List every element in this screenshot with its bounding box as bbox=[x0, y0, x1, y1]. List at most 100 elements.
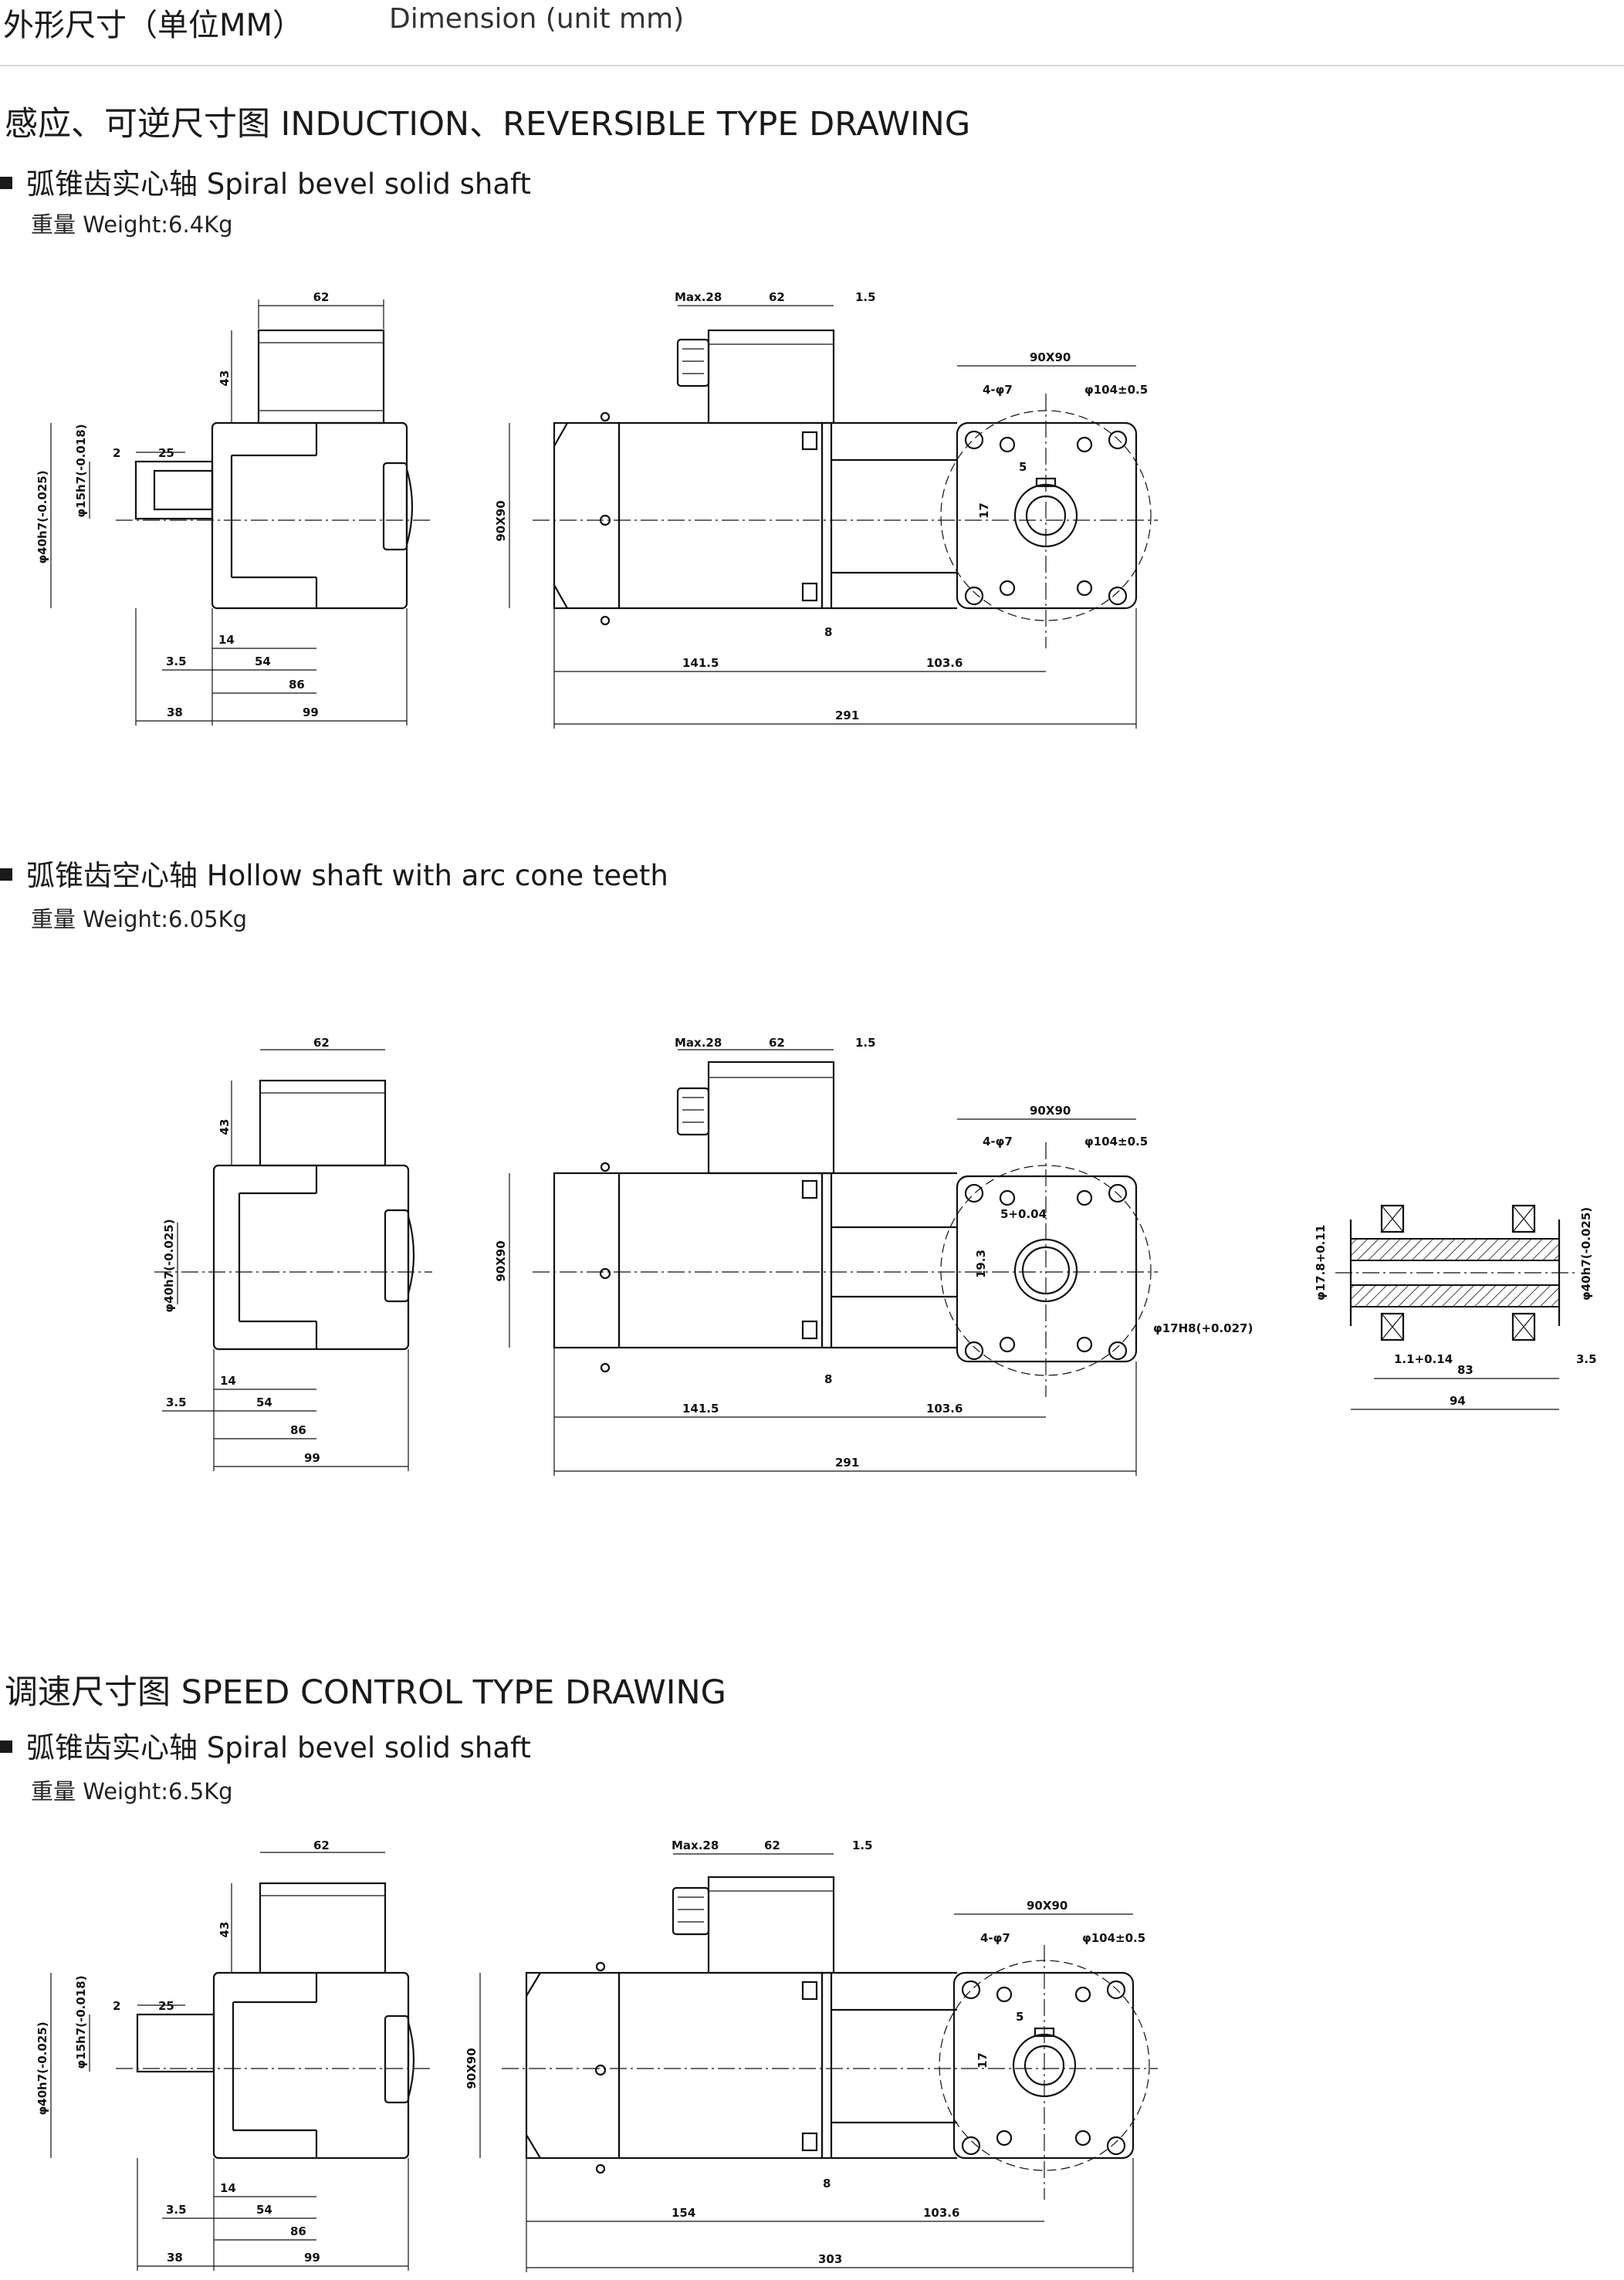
dim-pcd: φ104±0.5 bbox=[1084, 383, 1148, 397]
dim-total: 291 bbox=[835, 1456, 859, 1470]
bullet-square-icon bbox=[0, 176, 12, 189]
shaft-section-view: φ17.8+0.11 φ40h7(-0.025) 1.1+0.14 83 3.5… bbox=[1314, 1204, 1597, 1410]
dim-62-front: 62 bbox=[769, 1036, 785, 1050]
dim-154: 154 bbox=[672, 2206, 695, 2220]
side-view: 62 43 2 25 φ15h7(-0.018) φ40h7(-0.025) 1… bbox=[36, 290, 432, 726]
dim-99: 99 bbox=[304, 2251, 320, 2265]
dim-2: 2 bbox=[113, 446, 120, 460]
dim-141-5: 141.5 bbox=[682, 1402, 719, 1416]
dim-103-6: 103.6 bbox=[926, 656, 963, 670]
dim-90x90: 90X90 bbox=[1030, 1104, 1071, 1118]
dim-25: 25 bbox=[158, 1999, 174, 2013]
dim-19-3: 19.3 bbox=[974, 1250, 988, 1278]
dim-17: 17 bbox=[976, 2052, 990, 2069]
dim-3-5b: 3.5 bbox=[1576, 1352, 1597, 1366]
dim-holes: 4-φ7 bbox=[980, 1931, 1010, 1945]
dim-max28: Max.28 bbox=[675, 290, 722, 304]
drawing-label-2: 弧锥齿空心轴 Hollow shaft with arc cone teeth bbox=[0, 852, 668, 894]
dim-25: 25 bbox=[158, 446, 174, 460]
weight-3: 重量 Weight:6.5Kg bbox=[31, 1778, 233, 1805]
dim-3-5: 3.5 bbox=[166, 1395, 187, 1409]
dim-8: 8 bbox=[823, 2177, 831, 2190]
dim-43: 43 bbox=[218, 1922, 232, 1938]
dim-83: 83 bbox=[1457, 1363, 1473, 1377]
dim-1-1: 1.1+0.14 bbox=[1394, 1352, 1453, 1366]
side-view: 62 43 φ40h7(-0.025) 14 3.5 54 86 99 bbox=[154, 1036, 432, 1471]
dim-62-front: 62 bbox=[764, 1839, 780, 1852]
dim-1-5: 1.5 bbox=[852, 1839, 873, 1852]
dim-bore: φ17H8(+0.027) bbox=[1153, 1321, 1253, 1335]
drawing-label-3: 弧锥齿实心轴 Spiral bevel solid shaft bbox=[0, 1724, 531, 1766]
dim-sec-bore: φ17.8+0.11 bbox=[1314, 1225, 1328, 1301]
front-view: Max.28 62 1.5 90X90 4-φ7 φ104±0.5 5+0.04… bbox=[494, 1036, 1253, 1476]
dim-max28: Max.28 bbox=[675, 1036, 722, 1050]
dim-14: 14 bbox=[220, 2181, 236, 2195]
dim-3-5: 3.5 bbox=[166, 655, 187, 668]
section-heading-speed-control: 调速尺寸图 SPEED CONTROL TYPE DRAWING bbox=[5, 1673, 726, 1712]
front-view: Max.28 62 1.5 90X90 4-φ7 φ104±0.5 5 17 9… bbox=[494, 290, 1158, 729]
weight-1: 重量 Weight:6.4Kg bbox=[31, 211, 233, 238]
header-divider bbox=[0, 65, 1624, 66]
dim-17: 17 bbox=[977, 502, 991, 519]
dim-62: 62 bbox=[313, 1839, 330, 1852]
dim-94: 94 bbox=[1450, 1394, 1466, 1408]
drawing-3-speed-control: 62 43 2 25 φ15h7(-0.018) φ40h7(-0.025) 1… bbox=[36, 1839, 1158, 2272]
dim-86: 86 bbox=[290, 1423, 306, 1437]
dim-sec-out: φ40h7(-0.025) bbox=[1579, 1207, 1593, 1301]
dim-14: 14 bbox=[220, 1374, 236, 1388]
dim-holes: 4-φ7 bbox=[983, 383, 1013, 397]
dim-38: 38 bbox=[167, 705, 183, 719]
dim-90x90-side: 90X90 bbox=[465, 2048, 479, 2089]
dim-2: 2 bbox=[113, 1999, 120, 2013]
dim-5: 5 bbox=[1016, 2010, 1023, 2024]
dim-pcd: φ104±0.5 bbox=[1082, 1931, 1145, 1945]
drawing-2-hollow-shaft: 62 43 φ40h7(-0.025) 14 3.5 54 86 99 bbox=[154, 1036, 1597, 1476]
bullet-square-icon bbox=[0, 868, 12, 881]
dim-62: 62 bbox=[313, 290, 330, 304]
dim-5: 5 bbox=[1019, 460, 1027, 474]
dim-8: 8 bbox=[824, 1372, 832, 1386]
dim-90x90: 90X90 bbox=[1030, 350, 1071, 364]
dim-key5: 5+0.04 bbox=[1000, 1207, 1047, 1221]
page-title-en: Dimension (unit mm) bbox=[389, 3, 685, 35]
bullet-square-icon bbox=[0, 1740, 12, 1753]
dim-90x90-side: 90X90 bbox=[494, 1240, 508, 1281]
page-title-cn: 外形尺寸（单位MM） bbox=[3, 8, 304, 43]
dim-54: 54 bbox=[256, 2203, 272, 2217]
dim-3-5: 3.5 bbox=[166, 2203, 187, 2217]
dim-43: 43 bbox=[218, 1119, 232, 1135]
section-heading-induction: 感应、可逆尺寸图 INDUCTION、REVERSIBLE TYPE DRAWI… bbox=[5, 105, 971, 144]
dim-1-5: 1.5 bbox=[855, 1036, 876, 1050]
dim-shaft40: φ40h7(-0.025) bbox=[36, 2021, 49, 2115]
dim-shaft15: φ15h7(-0.018) bbox=[74, 424, 88, 517]
dim-total: 291 bbox=[835, 709, 859, 722]
side-view: 62 43 2 25 φ15h7(-0.018) φ40h7(-0.025) 1… bbox=[36, 1839, 432, 2271]
dim-62: 62 bbox=[313, 1036, 330, 1050]
dim-54: 54 bbox=[255, 655, 271, 668]
dim-141-5: 141.5 bbox=[682, 656, 719, 670]
drawing-1-solid-shaft: 62 43 2 25 φ15h7(-0.018) φ40h7(-0.025) 1… bbox=[36, 290, 1158, 729]
dim-shaft40: φ40h7(-0.025) bbox=[36, 470, 49, 563]
dim-shaft15: φ15h7(-0.018) bbox=[74, 1975, 88, 2069]
dim-38: 38 bbox=[167, 2251, 183, 2265]
dim-holes: 4-φ7 bbox=[983, 1135, 1013, 1148]
front-view: Max.28 62 1.5 90X90 4-φ7 φ104±0.5 5 17 9… bbox=[465, 1839, 1158, 2272]
dim-1-5: 1.5 bbox=[855, 290, 876, 304]
dim-90x90: 90X90 bbox=[1027, 1899, 1067, 1913]
dim-8: 8 bbox=[824, 625, 832, 639]
drawing-label-1: 弧锥齿实心轴 Spiral bevel solid shaft bbox=[0, 161, 531, 202]
dim-103-6: 103.6 bbox=[923, 2206, 959, 2220]
dim-86: 86 bbox=[289, 678, 305, 692]
dim-54: 54 bbox=[256, 1395, 272, 1409]
dim-pcd: φ104±0.5 bbox=[1084, 1135, 1148, 1148]
dim-99: 99 bbox=[303, 705, 319, 719]
dim-99: 99 bbox=[304, 1451, 320, 1465]
weight-2: 重量 Weight:6.05Kg bbox=[31, 906, 248, 932]
dim-103-6: 103.6 bbox=[926, 1402, 963, 1416]
dim-shaft40: φ40h7(-0.025) bbox=[162, 1219, 176, 1312]
dim-90x90-side: 90X90 bbox=[494, 500, 508, 541]
dim-max28: Max.28 bbox=[672, 1839, 719, 1852]
dim-14: 14 bbox=[218, 633, 235, 647]
dim-43: 43 bbox=[218, 370, 232, 387]
dim-86: 86 bbox=[290, 2224, 306, 2238]
